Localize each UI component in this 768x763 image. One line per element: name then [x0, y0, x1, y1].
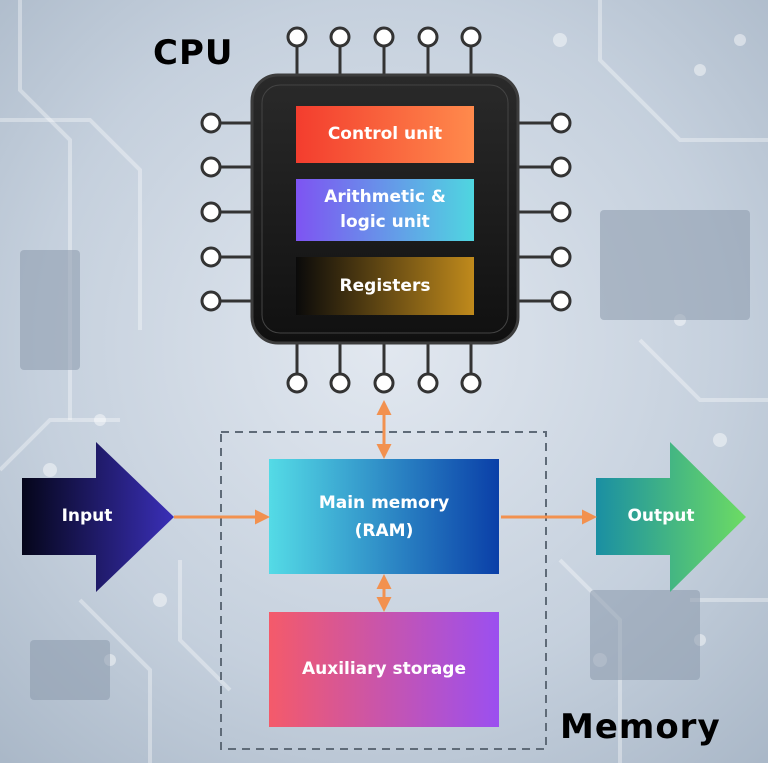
pins-right — [510, 112, 572, 312]
input-label: Input — [61, 506, 113, 526]
main-memory-label: Main memory (RAM) — [318, 492, 450, 541]
memory-title: Memory — [560, 707, 721, 747]
auxiliary-storage-label: Auxiliary storage — [301, 659, 467, 679]
output-arrow — [596, 442, 746, 592]
registers-label: Registers — [339, 275, 431, 296]
main-memory-box — [269, 459, 499, 574]
circuit-components — [20, 210, 750, 700]
pins-top — [286, 26, 482, 80]
registers-box — [296, 257, 474, 315]
output-label: Output — [627, 506, 695, 526]
alu-box — [296, 179, 474, 241]
input-arrow — [22, 442, 174, 592]
auxiliary-storage-box — [269, 612, 499, 727]
control-unit-label: Control unit — [327, 124, 443, 144]
memory-boundary — [220, 431, 547, 750]
alu-label: Arithmetic & logic unit — [324, 187, 446, 232]
cpu-title: CPU — [153, 33, 234, 73]
control-unit-box — [296, 106, 474, 163]
cpu-chip-inner — [261, 84, 509, 334]
